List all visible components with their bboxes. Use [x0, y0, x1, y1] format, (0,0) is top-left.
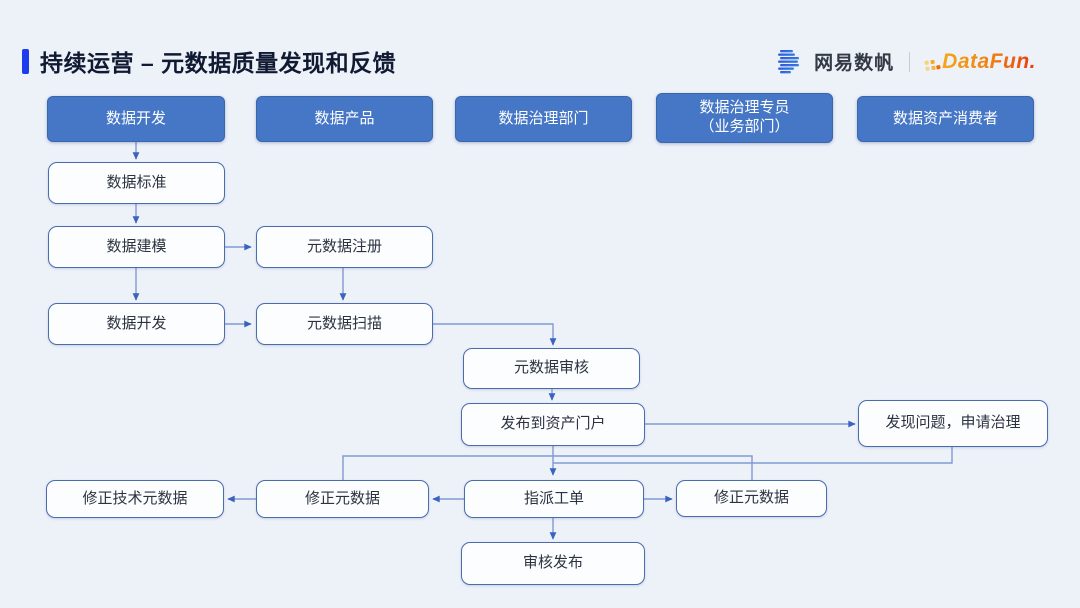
- netease-shufan-icon: [778, 49, 800, 73]
- step-fix-meta-right: 修正元数据: [676, 480, 827, 517]
- role-governance-dept: 数据治理部门: [455, 96, 632, 142]
- step-data-dev: 数据开发: [48, 303, 225, 345]
- step-fix-meta-left: 修正元数据: [256, 480, 429, 518]
- step-meta-review: 元数据审核: [463, 348, 640, 389]
- connector-found-issue-to-assign-ticket-join: [553, 447, 953, 464]
- role-governance-spec: 数据治理专员 （业务部门）: [656, 93, 833, 143]
- step-meta-scan: 元数据扫描: [256, 303, 433, 345]
- step-found-issue: 发现问题，申请治理: [858, 400, 1048, 447]
- step-review-publish: 审核发布: [461, 542, 645, 585]
- datafun-label: DataFun.: [942, 49, 1036, 73]
- step-meta-register: 元数据注册: [256, 226, 433, 268]
- step-data-modeling: 数据建模: [48, 226, 225, 268]
- netease-shufan-label: 网易数帆: [814, 53, 895, 74]
- step-publish-portal: 发布到资产门户: [461, 403, 645, 446]
- page-title: 持续运营 – 元数据质量发现和反馈: [40, 50, 397, 76]
- logo-separator: [909, 51, 911, 72]
- step-assign-ticket: 指派工单: [464, 480, 644, 518]
- step-fix-tech-meta: 修正技术元数据: [46, 480, 224, 518]
- role-data-dev: 数据开发: [47, 96, 225, 142]
- datafun-logo: DataFun.: [924, 49, 1036, 74]
- role-asset-consumer: 数据资产消费者: [857, 96, 1034, 142]
- connector-meta-scan-to-meta-review: [433, 323, 557, 346]
- logo-bar: 网易数帆 DataFun.: [778, 48, 1036, 75]
- role-data-product: 数据产品: [256, 96, 433, 142]
- slide-header: 持续运营 – 元数据质量发现和反馈: [22, 44, 396, 78]
- title-accent-bar: [22, 48, 29, 74]
- connector-branch-to-fix-meta-left-and-right: [342, 455, 753, 481]
- step-data-standard: 数据标准: [48, 162, 225, 204]
